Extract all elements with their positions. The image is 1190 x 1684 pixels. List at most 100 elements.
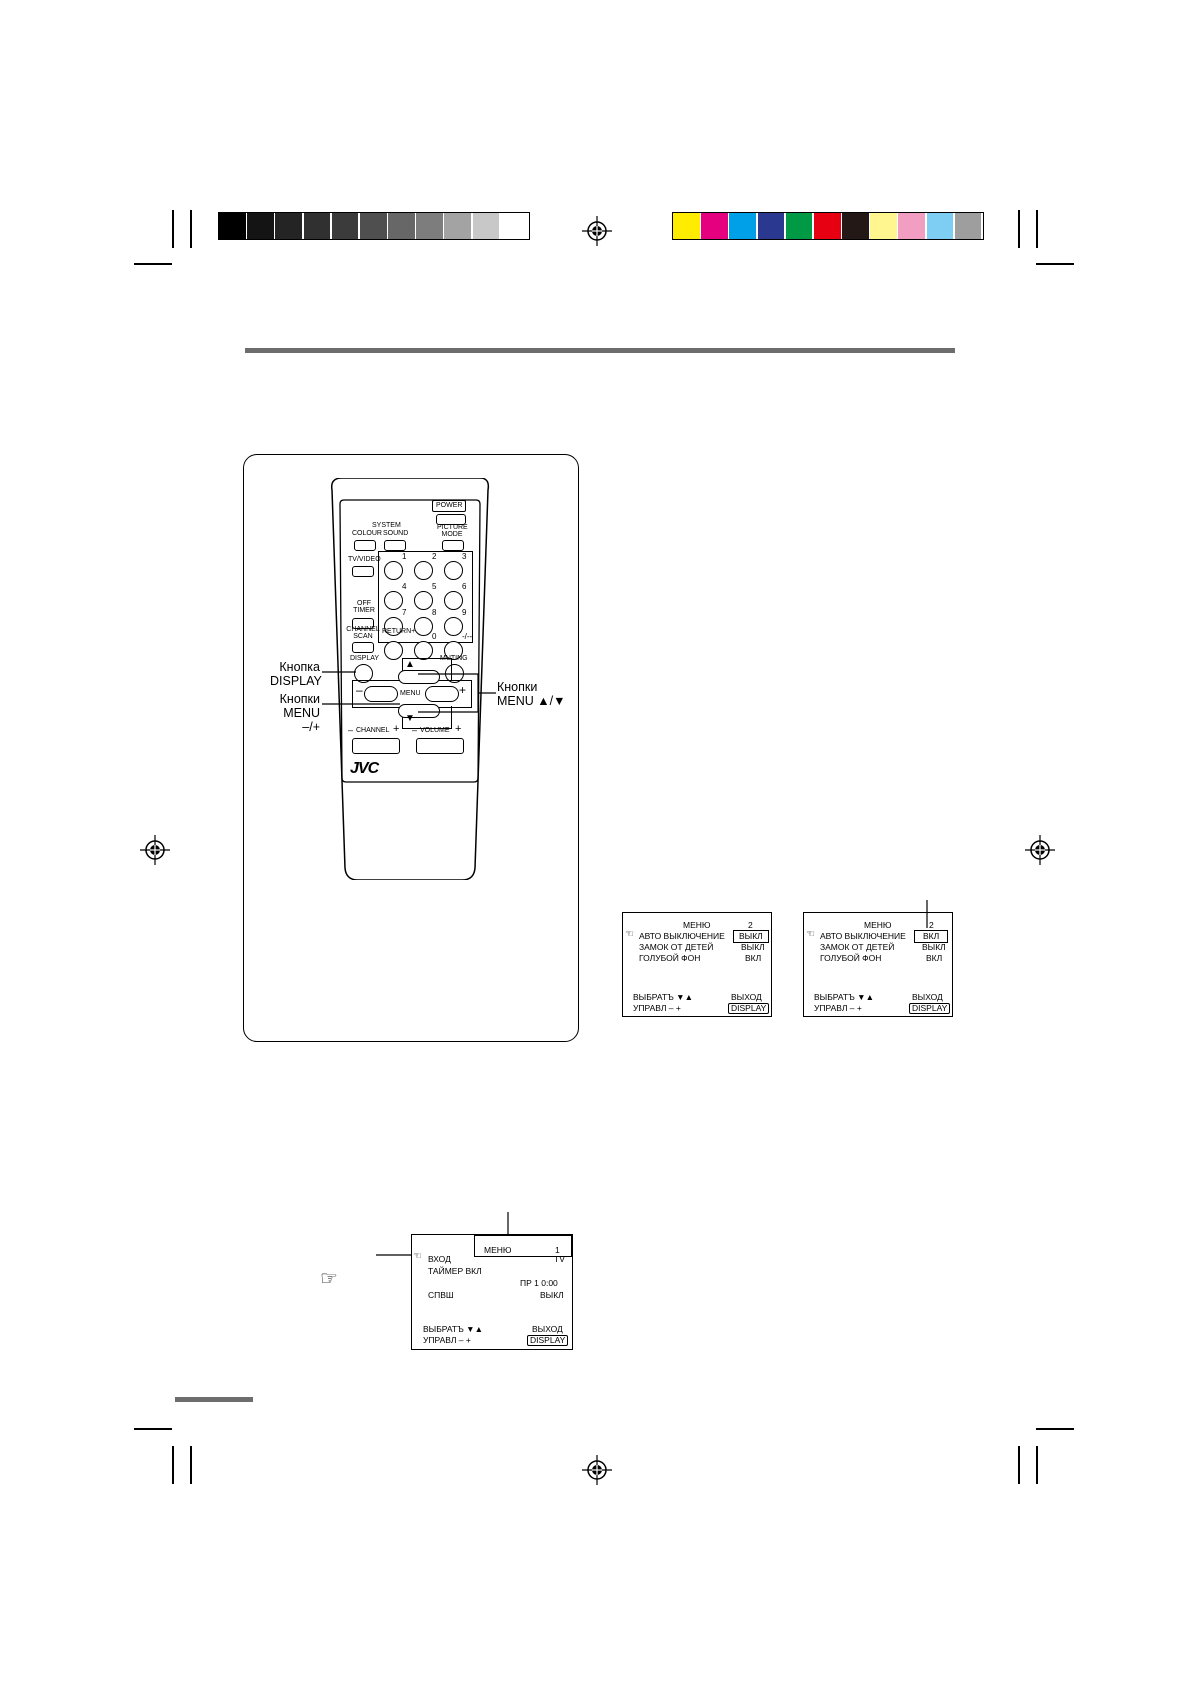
selected-value-box: ВЫКЛ — [733, 930, 769, 943]
colour-button[interactable] — [354, 540, 376, 551]
digit-button[interactable] — [444, 591, 463, 610]
channel-scan-label: CHANNEL SCAN — [346, 626, 380, 640]
digit-label: 0 — [432, 632, 437, 641]
menu-minus-sign: – — [356, 683, 363, 697]
picture-mode-label: PICTURE MODE — [437, 524, 468, 538]
sound-button[interactable] — [384, 540, 406, 551]
hand-note-icon: ☞ — [320, 1268, 338, 1290]
display-callout: Кнопка DISPLAY — [270, 660, 322, 688]
osd-menu1: МЕНЮ 1 ☜ ВХОД TV ТАЙМЕР ВКЛ ПР 1 0:00 СП… — [411, 1234, 573, 1350]
footer-rule — [175, 1397, 253, 1402]
color-swatch — [757, 213, 785, 239]
off-timer-button[interactable] — [352, 618, 374, 629]
tv-video-button[interactable] — [352, 566, 374, 577]
display-button[interactable] — [354, 664, 373, 683]
colour-label: COLOUR — [352, 530, 382, 537]
grayscale-bar — [218, 212, 530, 240]
color-swatch — [926, 213, 954, 239]
color-swatch — [701, 213, 728, 239]
menu-plus-sign: + — [459, 683, 467, 697]
color-swatch — [954, 213, 982, 239]
color-swatch — [870, 213, 897, 239]
digit-label: 3 — [462, 552, 467, 561]
pointer-hand-icon: ☜ — [413, 1251, 422, 1262]
color-swatch — [472, 213, 500, 239]
digit-label: 4 — [402, 582, 407, 591]
color-swatch — [813, 213, 841, 239]
digit-label: 7 — [402, 608, 407, 617]
color-swatch — [785, 213, 813, 239]
color-swatch — [303, 213, 331, 239]
return-plus-label: RETURN+ — [382, 628, 416, 635]
channel-minus-sign: – — [348, 725, 354, 735]
registration-mark-icon — [582, 1455, 612, 1485]
digit-label: 1 — [402, 552, 407, 561]
osd-menu2-off: МЕНЮ 2 ☜ АВТО ВЫКЛЮЧЕНИЕ ВЫКЛ ЗАМОК ОТ Д… — [622, 912, 772, 1017]
system-label: SYSTEM — [372, 522, 401, 529]
sound-label: SOUND — [383, 530, 409, 537]
digit-button[interactable] — [414, 617, 433, 636]
display-label: DISPLAY — [350, 655, 380, 662]
color-swatch — [444, 213, 472, 239]
volume-minus-sign: – — [412, 725, 418, 735]
menu-label: MENU — [400, 690, 421, 697]
volume-plus-sign: + — [455, 723, 462, 735]
digit-label: 9 — [462, 608, 467, 617]
menu-minus-plus-callout: Кнопки MENU –/+ — [279, 692, 320, 734]
osd-menu2-on: МЕНЮ 2 ☜ АВТО ВЫКЛЮЧЕНИЕ ВКЛ ЗАМОК ОТ ДЕ… — [803, 912, 953, 1017]
registration-mark-icon — [140, 835, 170, 865]
digit-label: 2 — [432, 552, 437, 561]
color-swatch — [842, 213, 869, 239]
registration-mark-icon — [582, 216, 612, 246]
color-swatch — [388, 213, 415, 239]
menu-up-arrow-icon: ▲ — [405, 659, 415, 670]
remote-panel — [243, 454, 579, 1042]
color-swatch — [500, 213, 528, 239]
color-swatch — [247, 213, 274, 239]
digit-button[interactable] — [414, 641, 433, 660]
menu-up-down-callout: Кнопки MENU ▲/▼ — [497, 680, 566, 708]
menu-up-button[interactable] — [398, 670, 440, 684]
volume-button[interactable] — [416, 738, 464, 754]
digit-label: 5 — [432, 582, 437, 591]
jvc-logo: JVC — [350, 760, 379, 777]
color-swatch — [729, 213, 757, 239]
power-label: POWER — [432, 500, 467, 512]
registration-mark-icon — [1025, 835, 1055, 865]
pointer-hand-icon: ☜ — [806, 929, 815, 940]
return-plus-button[interactable] — [384, 641, 403, 660]
digit-button[interactable] — [384, 591, 403, 610]
digit-button[interactable] — [414, 591, 433, 610]
digit-button[interactable] — [384, 561, 403, 580]
color-swatch — [275, 213, 303, 239]
volume-label: VOLUME — [420, 727, 450, 734]
muting-label: MUTING — [440, 655, 468, 662]
pointer-hand-icon: ☜ — [625, 929, 634, 940]
digit-button[interactable] — [444, 561, 463, 580]
digit-button[interactable] — [384, 617, 403, 636]
color-swatch — [359, 213, 387, 239]
power-button[interactable] — [436, 514, 466, 525]
digit-label: 8 — [432, 608, 437, 617]
header-rule — [245, 348, 955, 353]
menu-plus-button[interactable] — [425, 686, 459, 702]
digit-button[interactable] — [444, 617, 463, 636]
channel-scan-button[interactable] — [352, 642, 374, 653]
digit-label: -/-- — [462, 632, 473, 641]
digit-button[interactable] — [414, 561, 433, 580]
menu-up-frame — [402, 658, 452, 681]
channel-label: CHANNEL — [356, 727, 390, 734]
color-swatch — [416, 213, 443, 239]
picture-mode-button[interactable] — [442, 540, 464, 551]
color-swatch — [331, 213, 359, 239]
tv-video-label: TV/VIDEO — [348, 556, 381, 563]
color-swatch — [219, 213, 246, 239]
color-bar — [672, 212, 984, 240]
menu-minus-button[interactable] — [364, 686, 398, 702]
channel-button[interactable] — [352, 738, 400, 754]
color-swatch — [673, 213, 700, 239]
menu-down-arrow-icon: ▼ — [405, 713, 415, 724]
digit-button[interactable] — [444, 641, 463, 660]
channel-plus-sign: + — [393, 723, 400, 735]
